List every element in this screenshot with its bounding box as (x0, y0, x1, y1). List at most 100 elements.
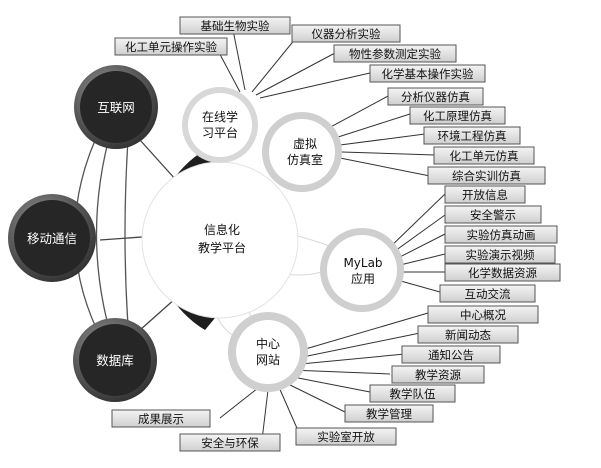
label-box-bg (423, 126, 521, 145)
label-box-text: 综合实训仿真 (452, 169, 521, 183)
label-box-bg (114, 37, 228, 56)
label-box-text: 基础生物实验 (201, 19, 270, 33)
label-box-text: 教学管理 (366, 407, 412, 421)
label-box-text: 化工单元仿真 (450, 149, 519, 163)
label-box-bg (444, 263, 561, 282)
label-box-text: 化工单元操作实验 (125, 40, 217, 54)
label-box-bg (344, 404, 434, 423)
label-box-text: 化学数据资源 (468, 266, 537, 280)
label-box-text: 安全与环保 (201, 436, 259, 450)
label-box-bg (333, 44, 457, 63)
hub-title-line2: 教学平台 (198, 240, 246, 255)
label-box-center-site-items-7: 安全与环保 (179, 433, 281, 452)
virtual-sim-line2: 仿真室 (287, 152, 323, 167)
node-virtual-sim: 虚拟 仿真室 (262, 112, 342, 192)
label-box-text: 实验演示视频 (466, 248, 535, 262)
center-site-line2: 网站 (256, 353, 280, 367)
mylab-line1: MyLab (343, 256, 382, 270)
label-box-center-site-items-2: 通知公告 (401, 345, 501, 364)
label-box-text: 新闻动态 (445, 328, 491, 342)
label-box-virtual-sim-items-2: 环境工程仿真 (423, 126, 521, 145)
label-box-bg (444, 205, 542, 224)
label-box-center-site-items-6: 实验室开放 (295, 427, 397, 446)
label-box-bg (179, 16, 291, 35)
label-box-center-site-items-4: 教学队伍 (369, 384, 456, 403)
label-box-bg (427, 305, 539, 324)
node-mobile-label: 移动通信 (27, 231, 77, 246)
mylab-line2: 应用 (351, 271, 375, 286)
label-box-mylab-items-3: 实验演示视频 (444, 245, 556, 264)
label-box-online-lab-items-0: 化工单元操作实验 (114, 37, 228, 56)
label-box-bg (417, 325, 519, 344)
label-box-bg (409, 106, 506, 125)
label-box-center-site-items-1: 新闻动态 (417, 325, 519, 344)
online-lab-line2: 习平台 (202, 125, 238, 140)
label-box-virtual-sim-items-1: 化工原理仿真 (409, 106, 506, 125)
label-box-center-site-items-3: 教学资源 (391, 365, 485, 384)
label-box-bg (439, 284, 536, 303)
label-box-text: 教学资源 (415, 368, 461, 382)
label-box-bg (444, 245, 556, 264)
label-box-virtual-sim-items-0: 分析仪器仿真 (387, 87, 484, 106)
label-box-bg (291, 24, 401, 43)
label-box-mylab-items-2: 实验仿真动画 (444, 225, 558, 244)
label-box-text: 通知公告 (428, 348, 474, 362)
label-box-text: 成果展示 (138, 412, 184, 426)
label-box-virtual-sim-items-4: 综合实训仿真 (427, 166, 546, 185)
center-hub: 信息化 教学平台 (141, 161, 299, 319)
label-boxes: 化工单元操作实验 基础生物实验仪器分析实验物性参数测定实验化学基本操作实验分析仪器… (111, 16, 561, 452)
label-box-text: 化工原理仿真 (423, 109, 492, 123)
label-box-text: 中心概况 (460, 308, 506, 322)
label-box-text: 实验室开放 (317, 430, 375, 444)
label-box-bg (391, 365, 485, 384)
node-mobile: 移动通信 (8, 194, 96, 282)
node-internet-label: 互联网 (97, 100, 135, 115)
label-box-mylab-items-0: 开放信息 (444, 185, 526, 204)
label-box-online-lab-items-4: 化学基本操作实验 (369, 64, 486, 83)
label-box-bg (369, 384, 456, 403)
label-box-text: 教学队伍 (390, 387, 436, 401)
online-lab-line1: 在线学 (202, 109, 238, 124)
connector-lines (214, 24, 446, 441)
label-box-bg (444, 185, 526, 204)
label-box-bg (179, 433, 281, 452)
node-database: 数据库 (73, 318, 157, 402)
node-internet: 互联网 (74, 65, 158, 149)
label-box-text: 仪器分析实验 (312, 27, 381, 41)
virtual-sim-line1: 虚拟 (293, 137, 317, 151)
label-box-text: 环境工程仿真 (438, 129, 507, 143)
label-box-online-lab-items-2: 仪器分析实验 (291, 24, 401, 43)
label-box-text: 物性参数测定实验 (349, 47, 441, 61)
node-database-label: 数据库 (96, 353, 134, 368)
node-mylab: MyLab 应用 (320, 228, 404, 312)
label-box-mylab-items-4: 化学数据资源 (444, 263, 561, 282)
label-box-text: 互动交流 (465, 287, 511, 301)
label-box-bg (369, 64, 486, 83)
label-box-online-lab-items-1: 基础生物实验 (179, 16, 291, 35)
label-box-center-site-items-5: 教学管理 (344, 404, 434, 423)
label-box-bg (433, 146, 535, 165)
label-box-text: 化学基本操作实验 (382, 67, 474, 81)
label-box-bg (444, 225, 558, 244)
label-box-center-site-items-8: 成果展示 (111, 409, 211, 428)
hub-title-line1: 信息化 (204, 222, 240, 237)
label-box-bg (111, 409, 211, 428)
label-box-text: 实验仿真动画 (467, 228, 536, 242)
label-box-bg (401, 345, 501, 364)
node-center-site: 中心 网站 (228, 312, 308, 392)
label-box-text: 开放信息 (462, 188, 508, 202)
label-box-mylab-items-1: 安全警示 (444, 205, 542, 224)
center-site-line1: 中心 (256, 336, 280, 351)
label-box-virtual-sim-items-3: 化工单元仿真 (433, 146, 535, 165)
label-box-text: 分析仪器仿真 (401, 90, 470, 104)
label-box-text: 安全警示 (470, 208, 516, 222)
label-box-online-lab-items-3: 物性参数测定实验 (333, 44, 457, 63)
label-box-center-site-items-0: 中心概况 (427, 305, 539, 324)
label-box-bg (387, 87, 484, 106)
label-box-bg (295, 427, 397, 446)
node-online-lab: 在线学 习平台 (182, 87, 258, 163)
label-box-mylab-items-5: 互动交流 (439, 284, 536, 303)
label-box-bg (427, 166, 546, 185)
